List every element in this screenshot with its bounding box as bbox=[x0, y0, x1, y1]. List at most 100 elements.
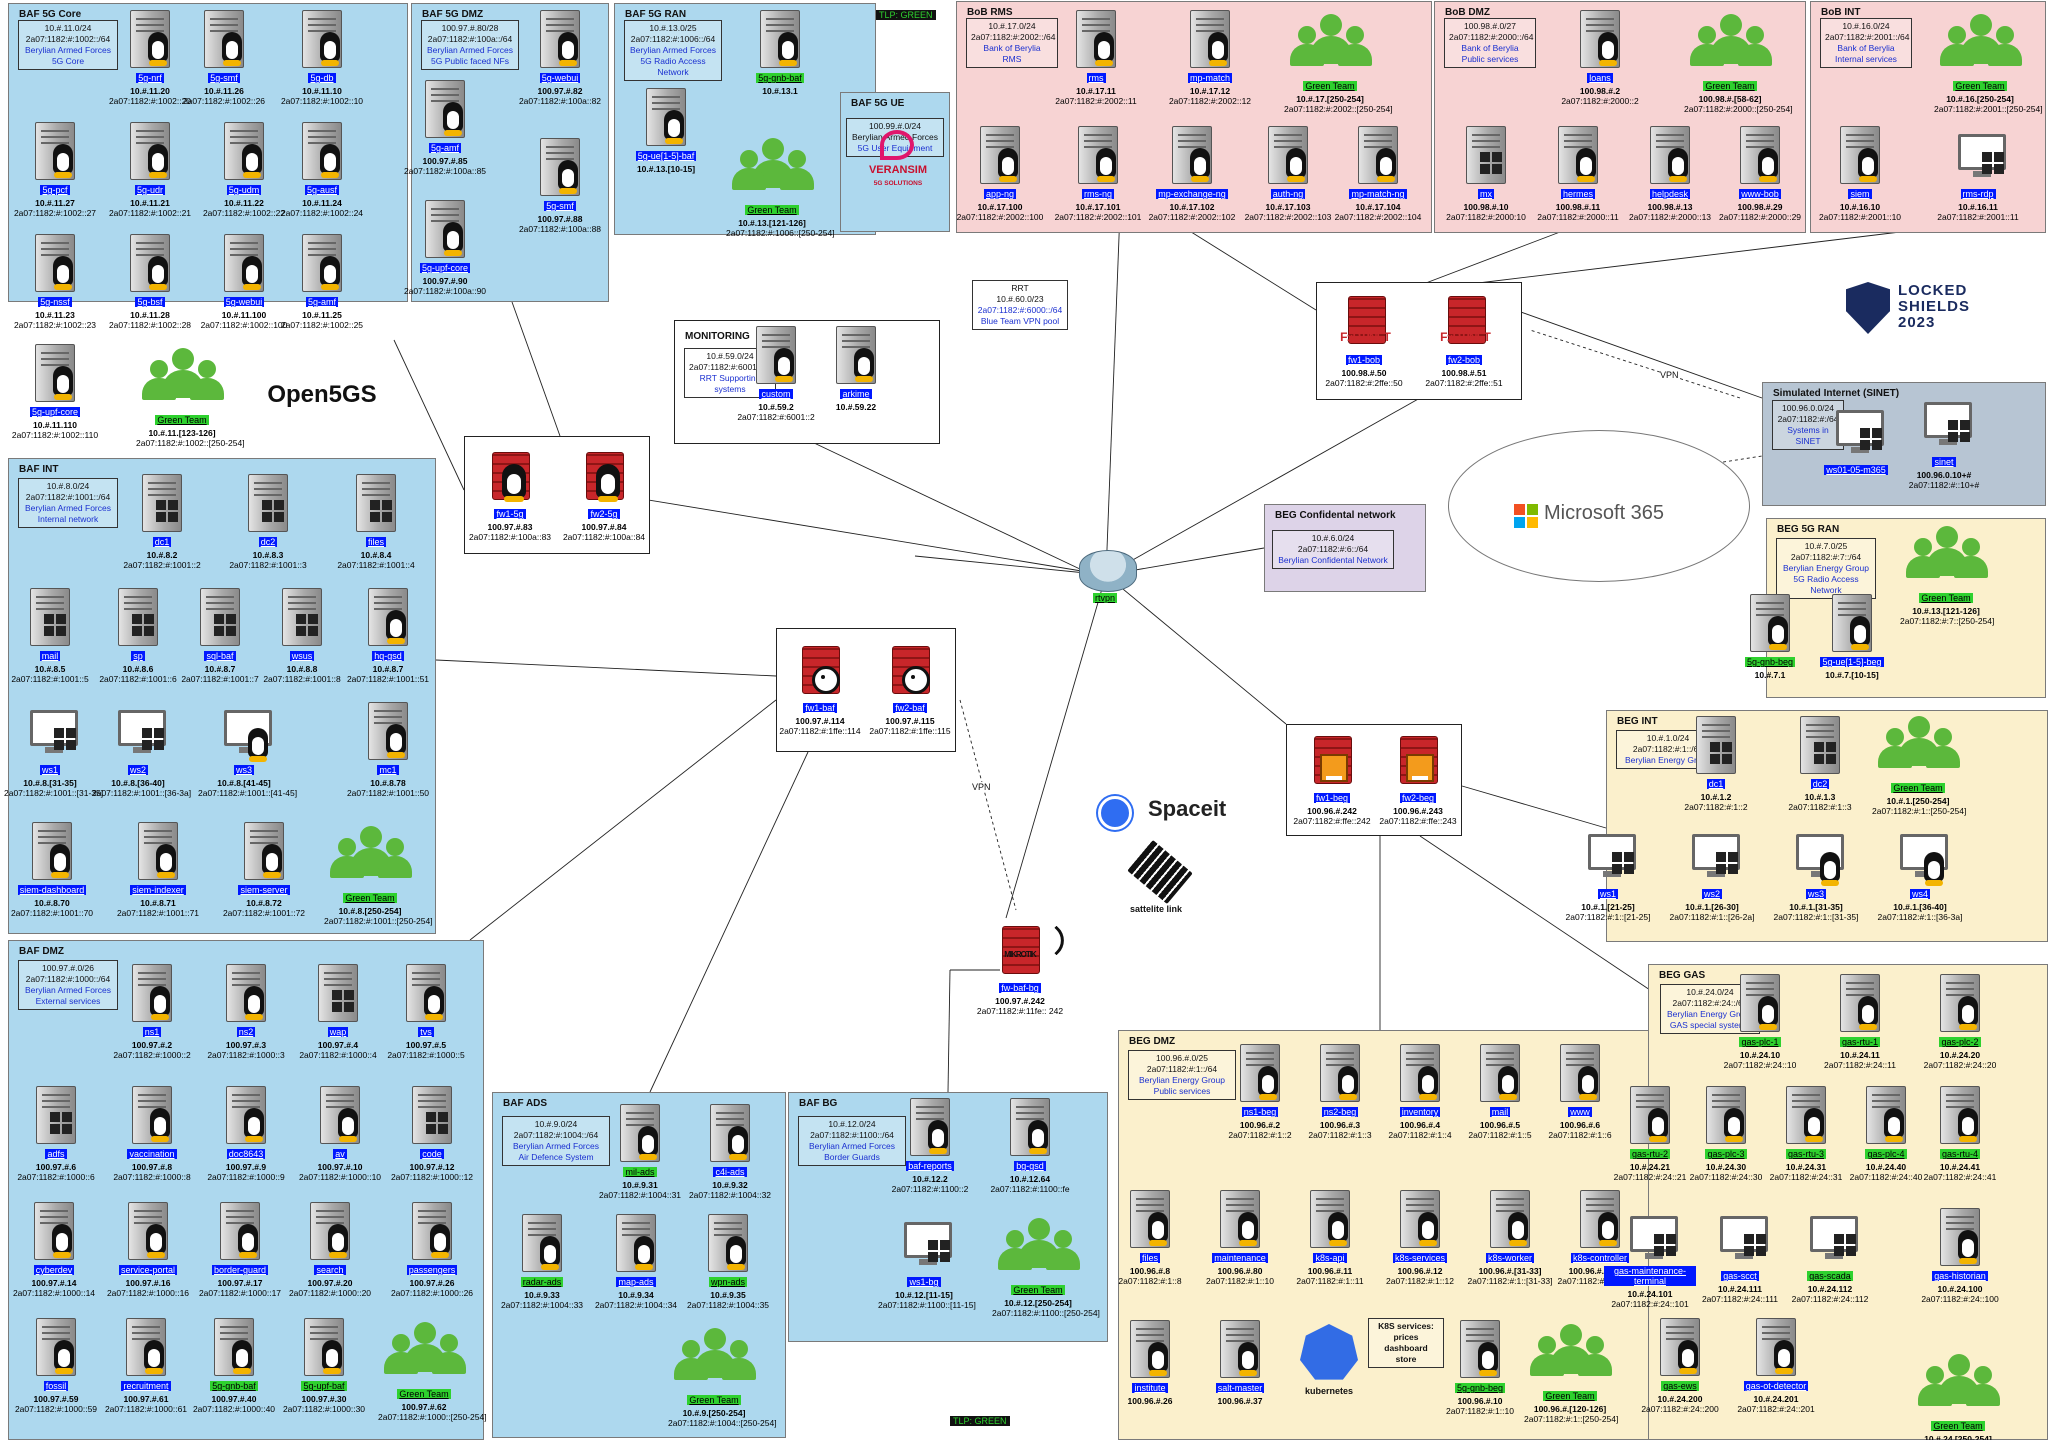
vpn-router-icon[interactable] bbox=[1079, 550, 1137, 592]
host-node[interactable]: ws01-05-m365 bbox=[1810, 398, 1902, 478]
microsoft-365-cloud[interactable] bbox=[1448, 430, 1750, 582]
